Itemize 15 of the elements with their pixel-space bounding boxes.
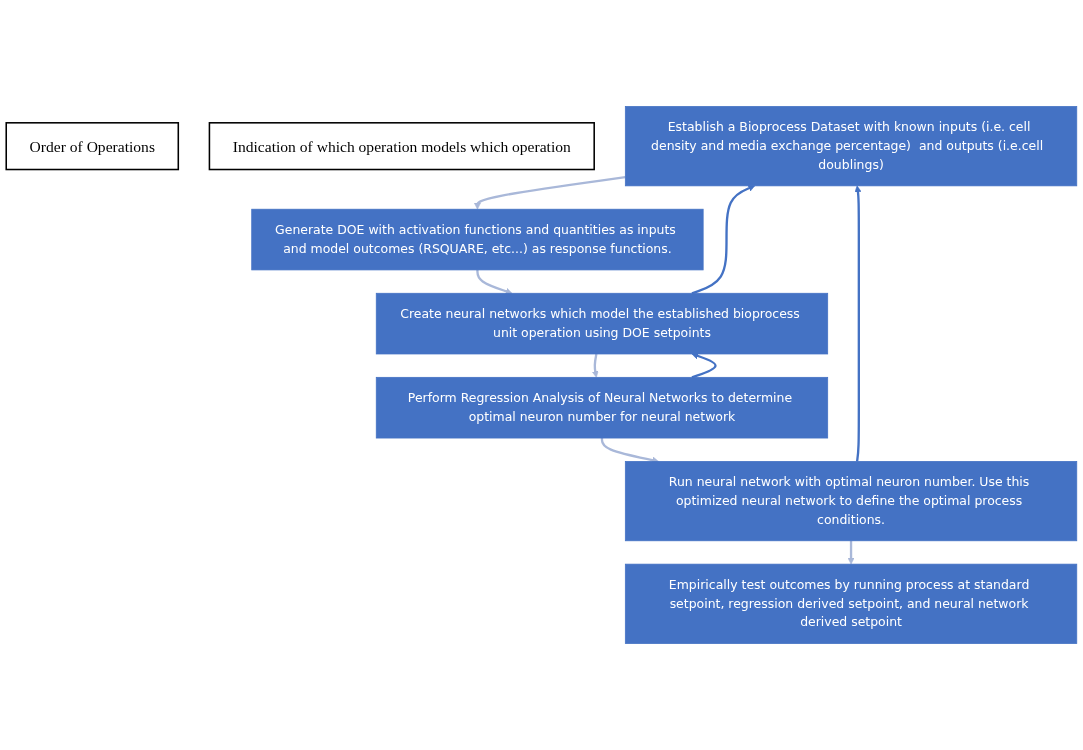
node-box: Order of Operations (5, 122, 180, 171)
node-box: Establish a Bioprocess Dataset with known inputs (i.e. cell density and media exchange percentage) and outputs (i.e.cell doublings) (624, 106, 1078, 187)
node-box: Generate DOE with activation functions and quantities as inputs and model outcomes (RSQUARE, etc...) as response functions. (251, 208, 704, 271)
node-box: Create neural networks which model the established bioprocess unit operation using DOE setpoints (375, 292, 829, 355)
node-box: Empirically test outcomes by running process at standard setpoint, regression derived setpoint, and neural network derived setpoint (624, 563, 1078, 644)
node-box: Run neural network with optimal neuron number. Use this optimized neural network to define the optimal process conditions. (624, 461, 1078, 542)
arrow (854, 185, 862, 462)
node-box: Perform Regression Analysis of Neural Networks to determine optimal neuron number for neural network (375, 376, 829, 439)
arrow (476, 269, 513, 295)
arrow (474, 176, 626, 210)
arrow (847, 540, 855, 565)
node-box: Indication of which operation models which operation (208, 122, 595, 171)
arrow (691, 185, 756, 295)
arrow (691, 352, 717, 379)
arrow (591, 353, 599, 378)
